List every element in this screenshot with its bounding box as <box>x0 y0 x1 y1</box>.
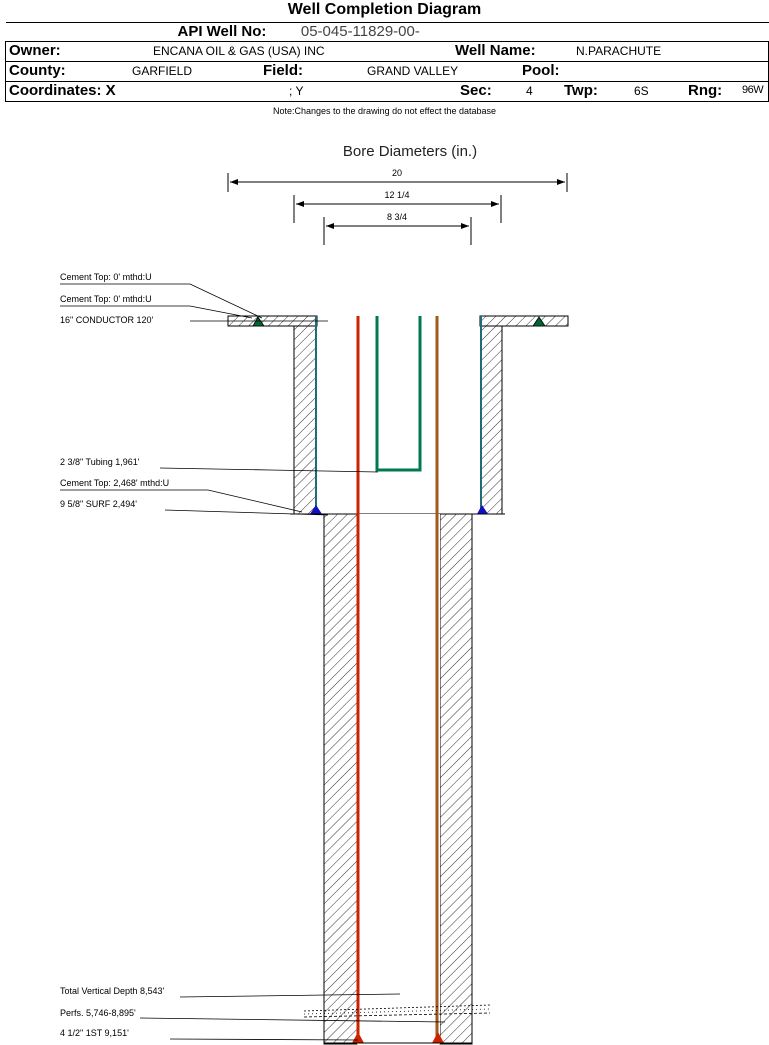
wellbore-interior <box>357 514 440 1044</box>
tvd-leader <box>179 993 401 998</box>
sec-label: Sec: <box>460 82 492 100</box>
perforations-label: Perfs. 5,746-8,895' <box>60 1008 136 1018</box>
rng-label: Rng: <box>688 82 723 100</box>
rng-value: 96W <box>742 84 764 96</box>
conductor-shoe-left <box>252 316 265 327</box>
production-casing-leader <box>169 1038 359 1041</box>
cement-top-3-label: Cement Top: 2,468' mthd:U <box>60 478 169 488</box>
database-note: Note:Changes to the drawing do not effec… <box>273 106 496 116</box>
well-header-table: API Well No: 05-045-11829-00- Owner: ENC… <box>5 22 769 102</box>
sec-value: 4 <box>526 84 533 98</box>
tubing-leader <box>159 467 379 473</box>
api-well-value: 05-045-11829-00- <box>300 23 420 41</box>
well-name-label: Well Name: <box>455 42 536 60</box>
surface-cement-left <box>293 325 317 515</box>
pool-label: Pool: <box>522 62 560 80</box>
field-label: Field: <box>263 62 303 80</box>
conductor-flange-right <box>479 315 569 327</box>
field-value: GRAND VALLEY <box>367 64 459 78</box>
production-casing-label: 4 1/2" 1ST 9,151' <box>60 1028 129 1038</box>
tubing-label: 2 3/8" Tubing 1,961' <box>60 457 140 467</box>
surface-casing-leader <box>164 509 329 516</box>
twp-value: 6S <box>634 84 649 98</box>
page-title: Well Completion Diagram <box>287 1 482 18</box>
production-cement-left <box>323 513 358 1045</box>
cement-top-1-leader <box>60 283 263 319</box>
conductor-shoe-right <box>532 316 546 327</box>
bore-diameters-title: Bore Diameters (in.) <box>343 143 477 160</box>
well-name-value: N.PARACHUTE <box>576 44 662 58</box>
bore-875-label: 8 3/4 <box>387 212 407 222</box>
tubing-string <box>375 316 422 472</box>
cement-top-1-label: Cement Top: 0' mthd:U <box>60 272 152 282</box>
bore-1225-label: 12 1/4 <box>384 190 409 200</box>
production-cement-right <box>439 513 473 1045</box>
conductor-label: 16" CONDUCTOR 120' <box>60 315 154 325</box>
perforations <box>303 1004 491 1018</box>
api-well-label: API Well No: <box>177 23 267 41</box>
perforations-leader <box>139 1017 446 1023</box>
county-label: County: <box>9 62 66 80</box>
bore-20-label: 20 <box>392 168 402 178</box>
production-casing-shoe-right <box>432 1032 444 1043</box>
tvd-label: Total Vertical Depth 8,543' <box>60 986 165 996</box>
coordinates-label: Coordinates: X <box>9 82 116 100</box>
surface-casing-shoe-left <box>310 505 322 514</box>
cement-top-3-leader <box>60 489 303 513</box>
cement-top-2-label: Cement Top: 0' mthd:U <box>60 294 152 304</box>
owner-value: ENCANA OIL & GAS (USA) INC <box>153 44 325 58</box>
owner-label: Owner: <box>9 42 61 60</box>
county-value: GARFIELD <box>132 64 193 78</box>
twp-label: Twp: <box>564 82 598 100</box>
surface-casing-shoe-right <box>477 505 488 514</box>
cement-top-2-leader <box>60 305 253 319</box>
coordinates-y-value: ; Y <box>289 84 304 98</box>
surface-cement-right <box>480 325 503 515</box>
surface-casing-label: 9 5/8" SURF 2,494' <box>60 499 137 509</box>
